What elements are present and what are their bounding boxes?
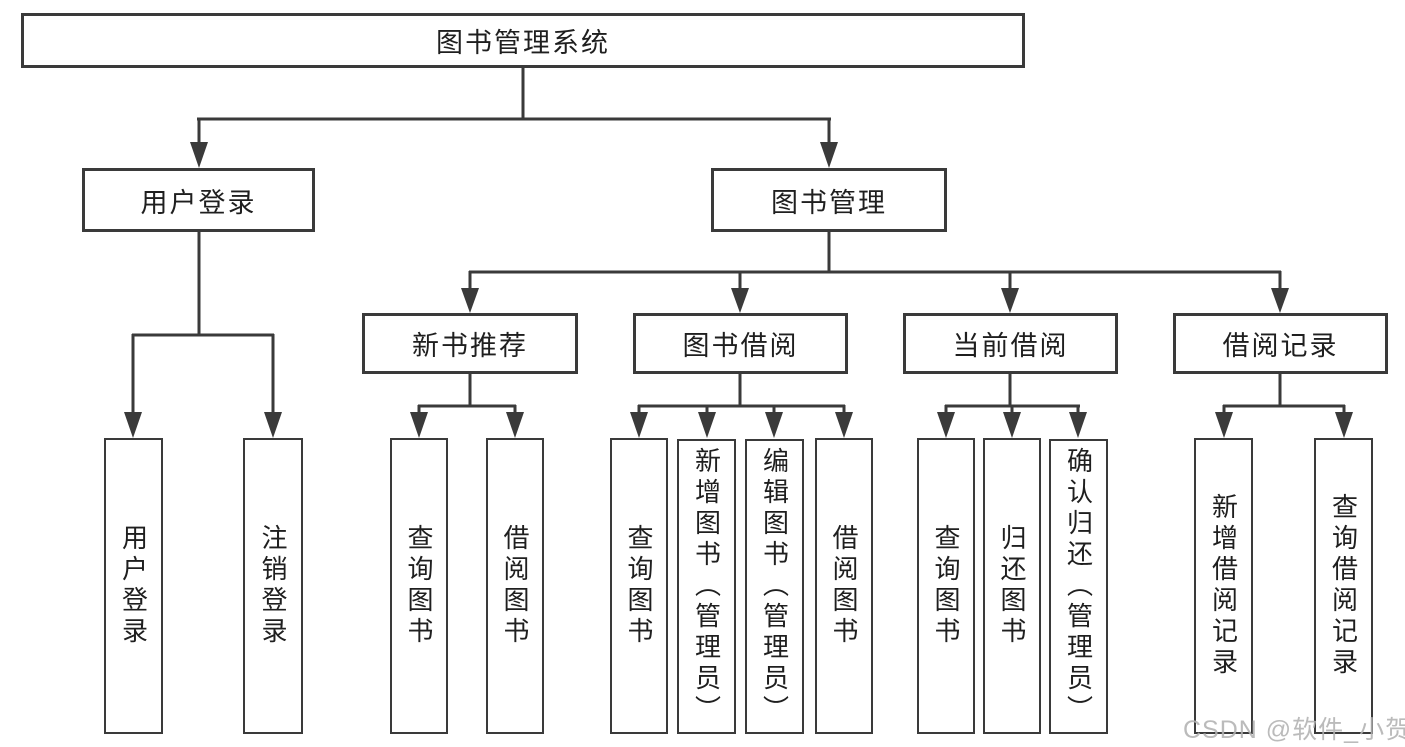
leaf-edit-books-admin: 编辑图书（管理员） bbox=[745, 439, 804, 734]
leaf-confirm-return-admin: 确认归还（管理员） bbox=[1049, 439, 1108, 734]
node-book-borrow: 图书借阅 bbox=[633, 313, 848, 374]
node-label: 图书管理 bbox=[771, 187, 887, 218]
leaf-query-books-recommend: 查询图书 bbox=[390, 438, 448, 734]
leaf-user-login: 用户登录 bbox=[104, 438, 163, 734]
leaf-query-books-current: 查询图书 bbox=[917, 438, 975, 734]
node-label: 借阅图书 bbox=[500, 524, 530, 648]
node-label: 归还图书 bbox=[997, 524, 1027, 648]
node-label: 确认归还（管理员） bbox=[1063, 447, 1094, 726]
leaf-add-books-admin: 新增图书（管理员） bbox=[677, 439, 736, 734]
node-root-system: 图书管理系统 bbox=[21, 13, 1025, 68]
node-label: 图书管理系统 bbox=[436, 28, 610, 58]
leaf-return-books: 归还图书 bbox=[983, 438, 1041, 734]
node-borrow-records: 借阅记录 bbox=[1173, 313, 1388, 374]
node-user-login: 用户登录 bbox=[82, 168, 315, 232]
node-book-management: 图书管理 bbox=[711, 168, 947, 232]
node-label: 用户登录 bbox=[118, 524, 149, 648]
leaf-borrow-books-recommend: 借阅图书 bbox=[486, 438, 544, 734]
node-label: 用户登录 bbox=[140, 187, 257, 218]
node-label: 编辑图书（管理员） bbox=[759, 447, 790, 726]
node-label: 借阅记录 bbox=[1222, 331, 1339, 361]
node-current-borrow: 当前借阅 bbox=[903, 313, 1118, 374]
leaf-add-borrow-record: 新增借阅记录 bbox=[1194, 438, 1253, 734]
node-label: 借阅图书 bbox=[829, 524, 859, 648]
node-label: 查询图书 bbox=[624, 524, 654, 648]
node-label: 新增图书（管理员） bbox=[691, 447, 722, 726]
node-label: 新书推荐 bbox=[412, 331, 528, 361]
leaf-query-borrow-record: 查询借阅记录 bbox=[1314, 438, 1373, 734]
leaf-query-books-borrow: 查询图书 bbox=[610, 438, 668, 734]
leaf-borrow-books: 借阅图书 bbox=[815, 438, 873, 734]
node-label: 新增借阅记录 bbox=[1208, 493, 1239, 679]
csdn-watermark: CSDN @软件_小贺同学 bbox=[1183, 716, 1405, 744]
node-label: 当前借阅 bbox=[952, 331, 1069, 361]
node-label: 查询图书 bbox=[404, 524, 434, 648]
node-label: 注销登录 bbox=[258, 524, 288, 648]
node-label: 查询借阅记录 bbox=[1328, 493, 1359, 679]
node-new-book-recommend: 新书推荐 bbox=[362, 313, 578, 374]
node-label: 图书借阅 bbox=[682, 331, 799, 361]
node-label: 查询图书 bbox=[931, 524, 961, 648]
leaf-logout: 注销登录 bbox=[243, 438, 303, 734]
